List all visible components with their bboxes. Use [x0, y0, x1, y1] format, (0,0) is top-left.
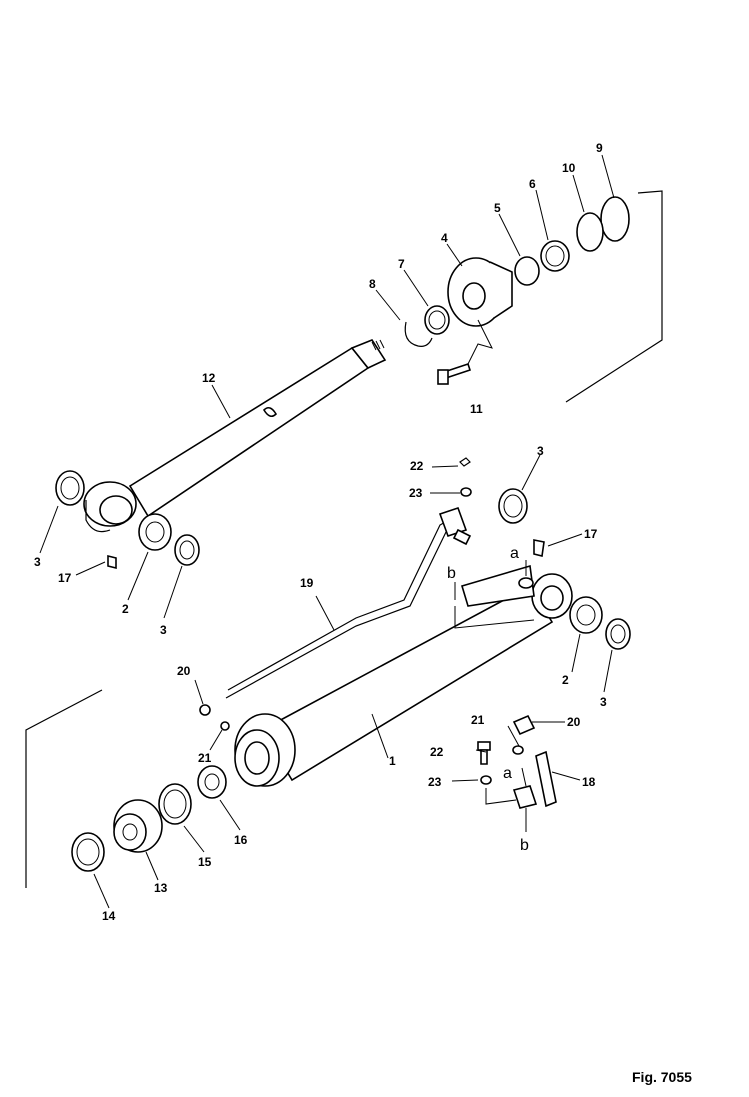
dust-seal-b-inner	[179, 540, 195, 560]
rod-packing	[540, 240, 570, 272]
group-bracket-lower	[25, 689, 103, 888]
callout-8: 8	[369, 277, 376, 291]
bushing-b	[569, 596, 603, 634]
callout-3-upper-right: 3	[537, 444, 544, 458]
bushing-head	[514, 256, 540, 286]
arrow-a-lower	[521, 767, 527, 787]
tube-19	[225, 506, 472, 699]
callout-3-right: 3	[600, 695, 607, 709]
piston	[113, 799, 163, 853]
dust-seal-c	[498, 488, 528, 524]
cylinder-head	[447, 257, 513, 327]
callout-22-lower: 22	[430, 745, 444, 759]
dust-seal	[55, 470, 85, 506]
mark-b-upper: b	[447, 565, 456, 582]
grease-fitting-b	[533, 539, 545, 557]
callout-7: 7	[398, 257, 405, 271]
group-bracket-upper	[565, 190, 663, 403]
callout-21-right: 21	[471, 713, 485, 727]
mark-a-lower: a	[503, 765, 512, 782]
dust-seal-b	[174, 534, 200, 566]
callout-6: 6	[529, 177, 536, 191]
callout-22-upper: 22	[410, 459, 424, 473]
bolt-small	[477, 741, 491, 765]
callout-23-upper: 23	[409, 486, 423, 500]
dust-seal-c-inner	[503, 494, 523, 518]
leader-lines	[39, 154, 615, 909]
callout-15: 15	[198, 855, 212, 869]
callout-20-right: 20	[567, 715, 581, 729]
mark-a-upper: a	[510, 545, 519, 562]
callout-20-left: 20	[177, 664, 191, 678]
nut	[197, 765, 227, 799]
bushing-inner	[145, 521, 165, 543]
callout-3-upper-left: 3	[34, 555, 41, 569]
callout-19: 19	[300, 576, 314, 590]
piston-ring-inner	[76, 838, 100, 866]
washer	[480, 775, 492, 785]
callout-12: 12	[202, 371, 216, 385]
callout-4: 4	[441, 231, 448, 245]
figure-number: Fig. 7055	[632, 1069, 692, 1085]
snap-ring	[404, 321, 433, 347]
wear-ring-inner	[163, 789, 187, 819]
callout-9: 9	[596, 141, 603, 155]
cylinder-tube	[234, 564, 573, 787]
callout-23-lower: 23	[428, 775, 442, 789]
dust-seal-d-inner	[610, 624, 626, 644]
backup-ring	[600, 196, 630, 242]
piston-rod	[83, 339, 387, 533]
callout-2-upper-left: 2	[122, 602, 129, 616]
mark-b-lower: b	[520, 837, 529, 854]
dust-seal-d	[605, 618, 631, 650]
callout-13: 13	[154, 881, 168, 895]
callout-1: 1	[389, 754, 396, 768]
bushing-b-inner	[576, 604, 596, 626]
tube-18	[512, 750, 557, 809]
bolt-small-upper	[459, 457, 471, 467]
callout-17-upper-right: 17	[584, 527, 598, 541]
leader-head-bolt	[467, 319, 493, 365]
o-ring-small	[512, 745, 524, 755]
elbow-b	[512, 714, 536, 736]
grease-fitting	[107, 554, 117, 570]
callout-11: 11	[470, 402, 483, 416]
callout-21-left: 21	[198, 751, 212, 765]
dust-seal-head	[424, 305, 450, 335]
bracket-b-upper	[454, 606, 535, 629]
bushing	[138, 513, 172, 551]
callout-18: 18	[582, 775, 596, 789]
callout-16: 16	[234, 833, 248, 847]
bracket-b-lower	[485, 788, 517, 805]
callout-10: 10	[562, 161, 576, 175]
callout-17-upper-left: 17	[58, 571, 72, 585]
washer-upper	[460, 487, 472, 497]
callout-5: 5	[494, 201, 501, 215]
rod-packing-inner	[545, 245, 565, 267]
bolt	[437, 362, 472, 385]
o-ring	[576, 212, 604, 252]
callout-14: 14	[102, 909, 116, 923]
dust-seal-inner	[60, 476, 80, 500]
dust-seal-head-inner	[428, 310, 446, 330]
callout-3-upper-mid: 3	[160, 623, 167, 637]
elbow	[199, 704, 230, 731]
callout-2-right: 2	[562, 673, 569, 687]
